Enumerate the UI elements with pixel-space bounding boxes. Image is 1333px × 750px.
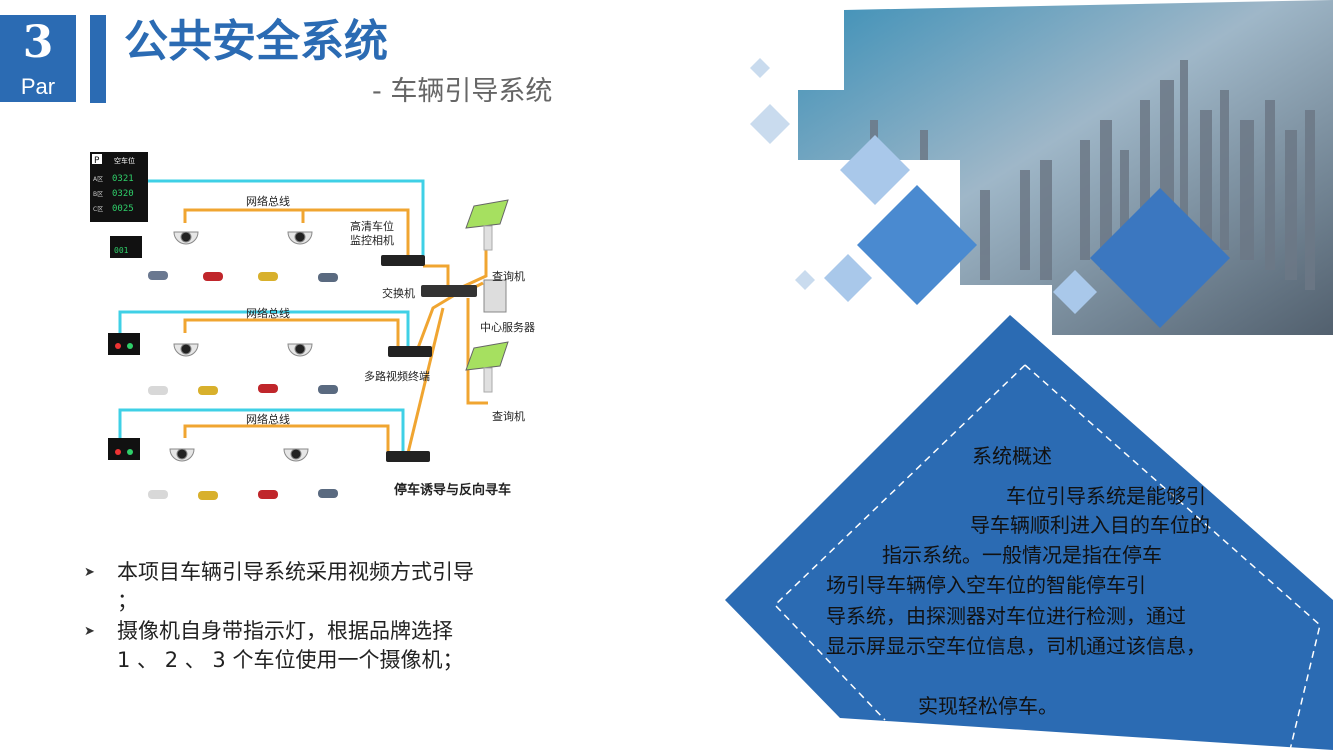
svg-text:P: P xyxy=(94,156,100,166)
kiosk-label-2: 查询机 xyxy=(492,409,525,423)
parking-guidance-diagram: 网络总线 网络总线 网络总线 P 空车位 A区 0321 B区 0320 C区 … xyxy=(90,152,535,500)
bullet-text-2: 摄像机自身带指示灯，根据品牌选择 1 、 2 、 3 个车位使用一个摄像机； xyxy=(117,619,464,672)
overview-line-6: 显示屏显示空车位信息，司机通过该信息， xyxy=(826,634,1206,658)
bullet-text-1: 本项目车辆引导系统采用视频方式引导 ； xyxy=(117,560,474,613)
page-subtitle: - 车辆引导系统 xyxy=(372,76,553,107)
kiosk-label-1: 查询机 xyxy=(492,269,525,283)
section-number-badge: 3 Par xyxy=(0,15,76,102)
camera-label-2: 监控相机 xyxy=(350,233,394,247)
server-label: 中心服务器 xyxy=(480,321,535,334)
bus-label-1: 网络总线 xyxy=(246,194,290,208)
board-header: 空车位 xyxy=(114,156,135,165)
cyan-network-lines xyxy=(118,179,425,453)
switch-label: 交换机 xyxy=(382,286,415,300)
overview-line-7: 实现轻松停车。 xyxy=(918,694,1058,718)
overview-line-1: 车位引导系统是能够引 xyxy=(1006,484,1206,508)
guide-label: 停车诱导与反向寻车 xyxy=(394,482,511,498)
board-zone-b: B区 xyxy=(93,191,103,198)
section-number: 3 xyxy=(22,17,54,68)
bullet-arrow-icon: ➤ xyxy=(84,565,95,580)
decorative-graphics xyxy=(725,0,1333,750)
board-value-a: 0321 xyxy=(112,174,134,184)
board-zone-c: C区 xyxy=(93,206,103,213)
vacancy-display-board: P 空车位 A区 0321 B区 0320 C区 0025 xyxy=(90,152,148,222)
overview-line-2: 导车辆顺利进入目的车位的 xyxy=(970,513,1210,537)
section-number-suffix: Par xyxy=(20,74,56,99)
board-value-b: 0320 xyxy=(112,189,134,199)
bus-label-3: 网络总线 xyxy=(246,412,290,426)
dome-cameras xyxy=(169,231,313,462)
board-zone-a: A区 xyxy=(93,176,103,183)
terminal-label: 多路视频终端 xyxy=(364,369,430,383)
overview-heading: 系统概述 xyxy=(972,444,1052,468)
overview-panel-shape xyxy=(725,315,1333,750)
board-value-c: 0025 xyxy=(112,204,134,214)
small-sign: 001 xyxy=(110,236,142,258)
bus-label-2: 网络总线 xyxy=(246,306,290,320)
title-accent-bar xyxy=(90,15,106,103)
camera-label-1: 高清车位 xyxy=(350,219,394,233)
row-indicator-2 xyxy=(108,333,140,355)
bullet-arrow-icon: ➤ xyxy=(84,624,95,639)
small-sign-value: 001 xyxy=(114,246,129,255)
network-devices xyxy=(381,199,509,462)
overview-line-4: 场引导车辆停入空车位的智能停车引 xyxy=(826,573,1146,597)
overview-line-5: 导系统，由探测器对车位进行检测，通过 xyxy=(826,604,1186,628)
overview-line-3: 指示系统。一般情况是指在停车 xyxy=(882,543,1162,567)
decorative-diamonds xyxy=(750,58,1230,328)
row-indicator-3 xyxy=(108,438,140,460)
page-title: 公共安全系统 xyxy=(124,16,388,67)
parked-cars xyxy=(148,271,338,500)
orange-bus-lines xyxy=(183,208,488,454)
